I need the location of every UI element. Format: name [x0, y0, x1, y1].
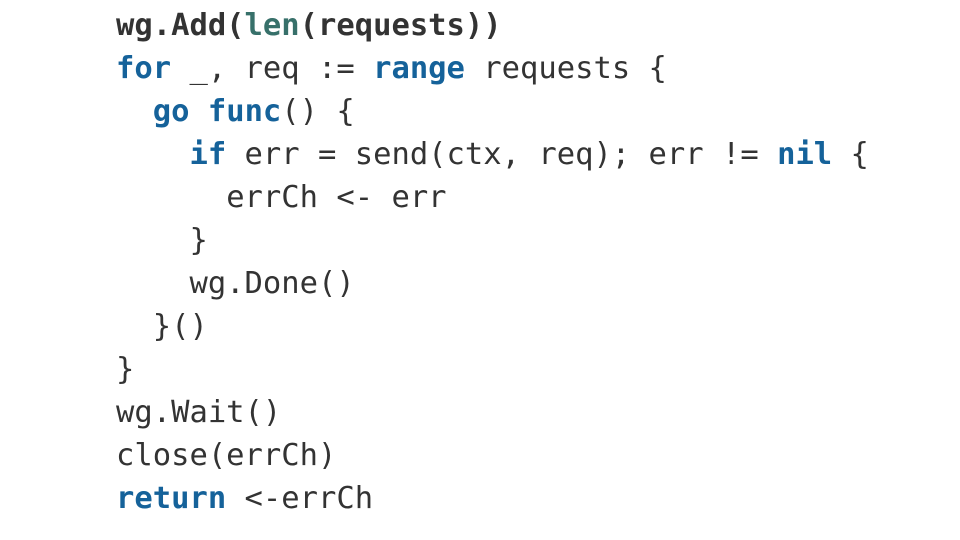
- code-line: go func() {: [116, 90, 960, 133]
- code-token-plain: wg.Done(): [189, 266, 355, 301]
- code-token-plain: [189, 94, 207, 129]
- code-indent: [116, 94, 153, 129]
- code-token-plain: }: [189, 223, 208, 258]
- code-indent: [116, 266, 189, 301]
- code-token-plain-b: (requests)): [299, 8, 502, 43]
- code-line: for _, req := range requests {: [116, 47, 960, 90]
- code-line: if err = send(ctx, req); err != nil {: [116, 133, 960, 176]
- code-line: }: [116, 219, 960, 262]
- code-token-plain: }: [116, 352, 135, 387]
- code-token-plain: requests {: [464, 51, 667, 86]
- code-token-kw: return: [116, 481, 227, 516]
- code-line: return <-errCh: [116, 477, 960, 520]
- code-token-plain: }(): [152, 309, 208, 344]
- code-line: close(errCh): [116, 434, 960, 477]
- code-line: wg.Add(len(requests)): [116, 4, 960, 47]
- code-line: }(): [116, 305, 960, 348]
- code-token-plain: errCh <- err: [226, 180, 447, 215]
- code-indent: [116, 137, 189, 172]
- code-token-builtin: len: [244, 8, 300, 43]
- code-token-plain: _, req :=: [171, 51, 374, 86]
- code-token-plain: close(errCh): [116, 438, 337, 473]
- code-token-kw: func: [207, 94, 282, 129]
- code-token-kw: for: [116, 51, 172, 86]
- code-line: wg.Done(): [116, 262, 960, 305]
- code-token-plain: {: [832, 137, 869, 172]
- code-indent: [116, 180, 226, 215]
- code-token-kw: nil: [777, 137, 833, 172]
- code-token-kw: go: [152, 94, 190, 129]
- code-token-plain-b: wg.Add(: [116, 8, 245, 43]
- code-indent: [116, 223, 189, 258]
- code-line: errCh <- err: [116, 176, 960, 219]
- code-line: }: [116, 348, 960, 391]
- code-line: wg.Wait(): [116, 391, 960, 434]
- code-token-plain: <-errCh: [226, 481, 374, 516]
- code-indent: [116, 309, 153, 344]
- code-token-plain: err = send(ctx, req); err !=: [226, 137, 778, 172]
- code-token-kw: range: [373, 51, 465, 86]
- code-token-plain: () {: [281, 94, 355, 129]
- code-block: wg.Add(len(requests))for _, req := range…: [116, 4, 960, 520]
- code-token-plain: wg.Wait(): [116, 395, 282, 430]
- code-token-kw: if: [189, 137, 227, 172]
